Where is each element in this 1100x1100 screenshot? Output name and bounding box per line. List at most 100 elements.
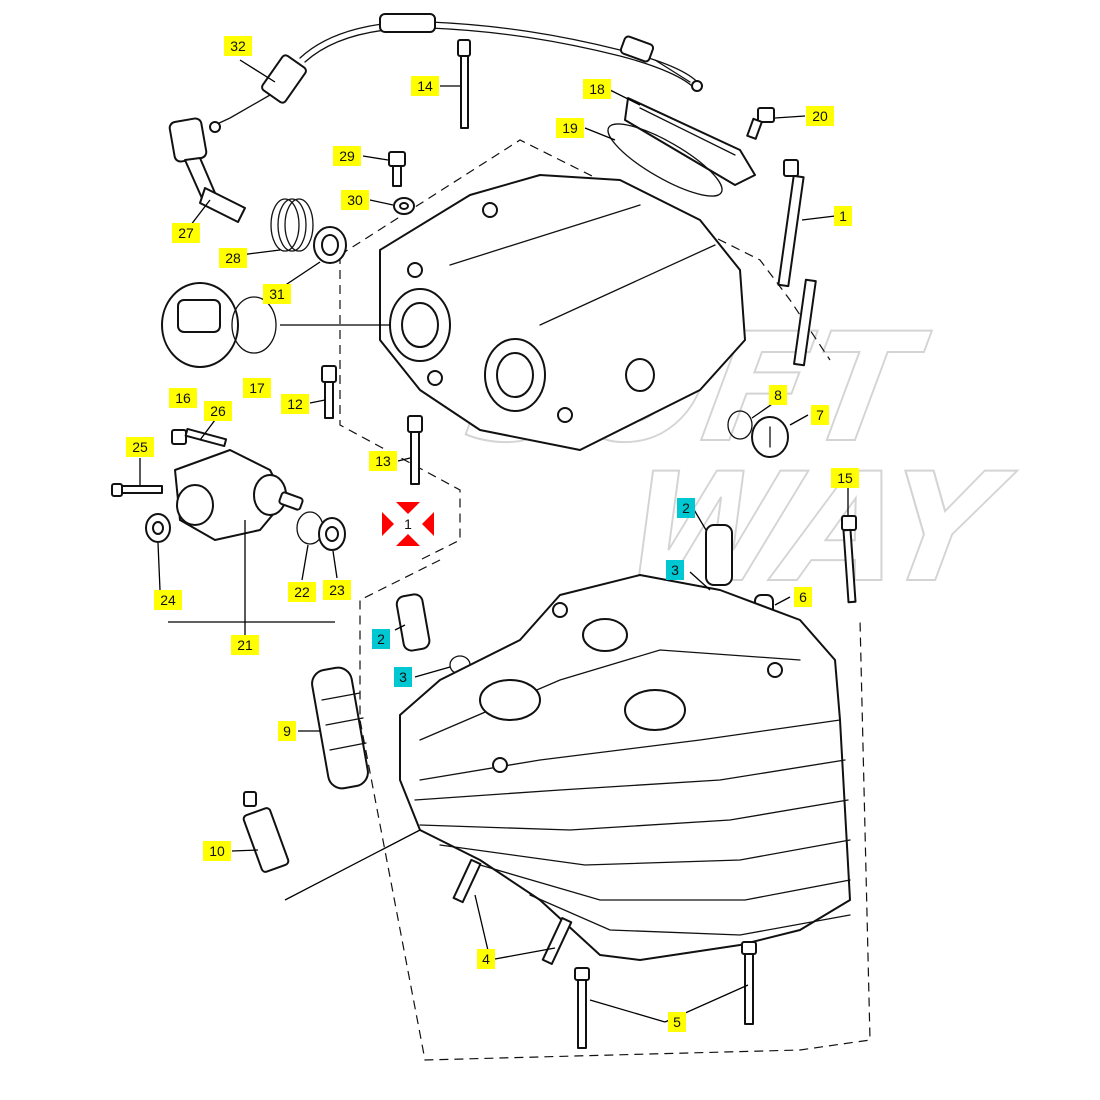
callout-box: [394, 667, 412, 687]
callout-box: [806, 106, 834, 126]
callout-box: [323, 580, 351, 600]
callout-number: 4: [482, 951, 490, 967]
callout-29: 29: [333, 146, 361, 166]
callout-8: 8: [769, 385, 787, 405]
callout-3a: 3: [666, 560, 684, 580]
callout-9: 9: [278, 721, 296, 741]
callout-box: [224, 36, 252, 56]
callout-6: 6: [794, 587, 812, 607]
callout-box: [769, 385, 787, 405]
callout-17: 17: [243, 378, 271, 398]
spring: [270, 198, 314, 252]
callout-number: 2: [682, 500, 690, 516]
callout-number: 12: [287, 396, 303, 412]
plug-insulator-and-spark-plug: [242, 666, 369, 873]
bolts-12-13: [321, 365, 423, 485]
callout-box: [668, 1012, 686, 1032]
callout-box: [341, 190, 369, 210]
callout-number: 16: [175, 390, 191, 406]
callout-number: 9: [283, 723, 291, 739]
callout-number: 32: [230, 38, 246, 54]
callout-box: [243, 378, 271, 398]
tensioner-assembly: [111, 427, 346, 551]
callout-box: [666, 560, 684, 580]
callout-box: [169, 388, 197, 408]
bolt-29-washer-30: [388, 151, 415, 215]
callout-1: 1: [834, 206, 852, 226]
callout-26: 26: [204, 401, 232, 421]
cylinder-head: [399, 574, 851, 961]
callout-box: [411, 76, 439, 96]
callout-box: [333, 146, 361, 166]
callout-number: 24: [160, 592, 176, 608]
callout-12: 12: [281, 394, 309, 414]
callout-3b: 3: [394, 667, 412, 687]
callout-box: [556, 118, 584, 138]
callout-21: 21: [231, 635, 259, 655]
callout-number: 31: [269, 286, 285, 302]
callout-22: 22: [288, 582, 316, 602]
callout-box: [583, 79, 611, 99]
callout-15: 15: [831, 468, 859, 488]
callout-number: 27: [178, 225, 194, 241]
callout-number: 20: [812, 108, 828, 124]
callout-box: [126, 437, 154, 457]
callout-13: 13: [369, 451, 397, 471]
callout-20: 20: [806, 106, 834, 126]
callout-box: [794, 587, 812, 607]
callout-box: [231, 635, 259, 655]
callout-box: [831, 468, 859, 488]
callout-box: [834, 206, 852, 226]
callout-box: [477, 949, 495, 969]
callout-number: 30: [347, 192, 363, 208]
callout-box: [288, 582, 316, 602]
callout-box: [278, 721, 296, 741]
callout-number: 19: [562, 120, 578, 136]
callout-number: 21: [237, 637, 253, 653]
decompression-lever: [168, 117, 246, 223]
callout-27: 27: [172, 223, 200, 243]
callout-number: 25: [132, 439, 148, 455]
callout-16: 16: [169, 388, 197, 408]
callout-number: 3: [399, 669, 407, 685]
studs-and-bolts: [452, 515, 857, 1049]
callout-28: 28: [219, 248, 247, 268]
callout-box: [281, 394, 309, 414]
callout-24: 24: [154, 590, 182, 610]
callout-number: 17: [249, 380, 265, 396]
callout-2a: 2: [677, 498, 695, 518]
callout-number: 14: [417, 78, 433, 94]
marker-arrow-bottom: [396, 534, 420, 546]
callout-30: 30: [341, 190, 369, 210]
callout-number: 26: [210, 403, 226, 419]
callout-19: 19: [556, 118, 584, 138]
callout-box: [811, 405, 829, 425]
oil-seal-31: [313, 226, 347, 264]
plug-and-oring: [727, 410, 789, 458]
callout-number: 23: [329, 582, 345, 598]
callout-number: 5: [673, 1014, 681, 1030]
marker-arrow-left: [382, 512, 394, 536]
callout-number: 6: [799, 589, 807, 605]
head-cover: [379, 174, 746, 451]
cap-and-oring: [161, 282, 277, 368]
callout-box: [372, 629, 390, 649]
callout-number: 8: [774, 387, 782, 403]
callout-number: 15: [837, 470, 853, 486]
callout-2b: 2: [372, 629, 390, 649]
callout-4: 4: [477, 949, 495, 969]
callout-number: 13: [375, 453, 391, 469]
assembly-marker: 1: [382, 502, 434, 546]
bolt-20: [746, 107, 775, 140]
callout-25: 25: [126, 437, 154, 457]
callout-number: 10: [209, 843, 225, 859]
callout-box: [203, 841, 231, 861]
cable-assembly: [209, 13, 703, 133]
callout-box: [172, 223, 200, 243]
callout-number: 22: [294, 584, 310, 600]
callout-32: 32: [224, 36, 252, 56]
callout-number: 29: [339, 148, 355, 164]
callout-7: 7: [811, 405, 829, 425]
